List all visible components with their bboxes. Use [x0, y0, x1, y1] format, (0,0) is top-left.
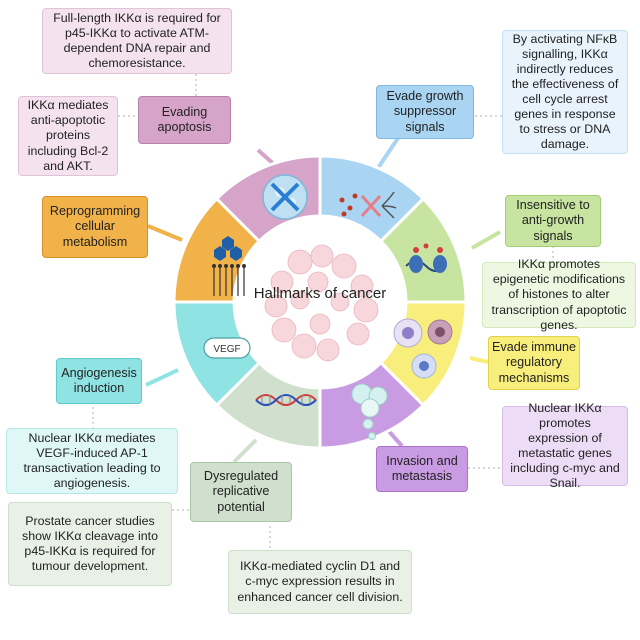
note-invasion: Nuclear IKKα promotes expression of meta… [502, 401, 628, 490]
note-apoptosis-anti-apoptotic: IKKα mediates anti-apoptotic proteins in… [18, 96, 118, 176]
connector-growth-suppressor [376, 136, 400, 170]
vegf-label: VEGF [213, 344, 240, 355]
dna-helix-icon [255, 394, 317, 406]
tumour-cells-illustration [264, 244, 379, 362]
note-replicative-prostate: Prostate cancer studies show IKKα cleava… [8, 502, 172, 586]
lipid-membrane-icon [212, 236, 246, 296]
label-evade-immune: Evade immune regulatory mechanisms [488, 336, 580, 390]
connector-metabolism [147, 224, 183, 242]
connector-anti-growth [471, 230, 501, 250]
note-anti-growth: IKKα promotes epigenetic modifications o… [482, 257, 636, 332]
immune-cells-icon [393, 318, 453, 379]
label-dysregulated-replicative: Dysregulated replicative potential [190, 462, 292, 522]
label-reprogramming-metabolism: Reprogramming cellular metabolism [42, 196, 148, 258]
label-insensitive-anti-growth: Insensitive to anti-growth signals [505, 195, 601, 247]
label-evade-growth-suppressor: Evade growth suppressor signals [376, 85, 474, 139]
vegf-icon: VEGF [203, 337, 251, 359]
metastasis-cells-icon [351, 383, 388, 440]
histone-dna-icon [405, 243, 447, 273]
note-growth-suppressor: By activating NFκB signalling, IKKα indi… [502, 30, 628, 154]
label-evading-apoptosis: Evading apoptosis [138, 96, 231, 144]
connector-replicative [232, 438, 258, 464]
x-block-icon [262, 174, 308, 220]
label-angiogenesis: Angiogenesis induction [56, 358, 142, 404]
note-angiogenesis: Nuclear IKKα mediates VEGF-induced AP-1 … [6, 428, 178, 494]
center-circle [234, 216, 406, 388]
label-invasion-metastasis: Invasion and metastasis [376, 446, 468, 492]
signal-inhibition-icon [339, 191, 397, 219]
connector-immune [469, 356, 489, 364]
note-replicative-cyclin: IKKα-mediated cyclin D1 and c-myc expres… [228, 550, 412, 614]
note-apoptosis-full-length: Full-length IKKα is required for p45-IKK… [42, 8, 232, 74]
connector-angiogenesis [145, 368, 179, 387]
center-title: Hallmarks of cancer [253, 285, 387, 302]
